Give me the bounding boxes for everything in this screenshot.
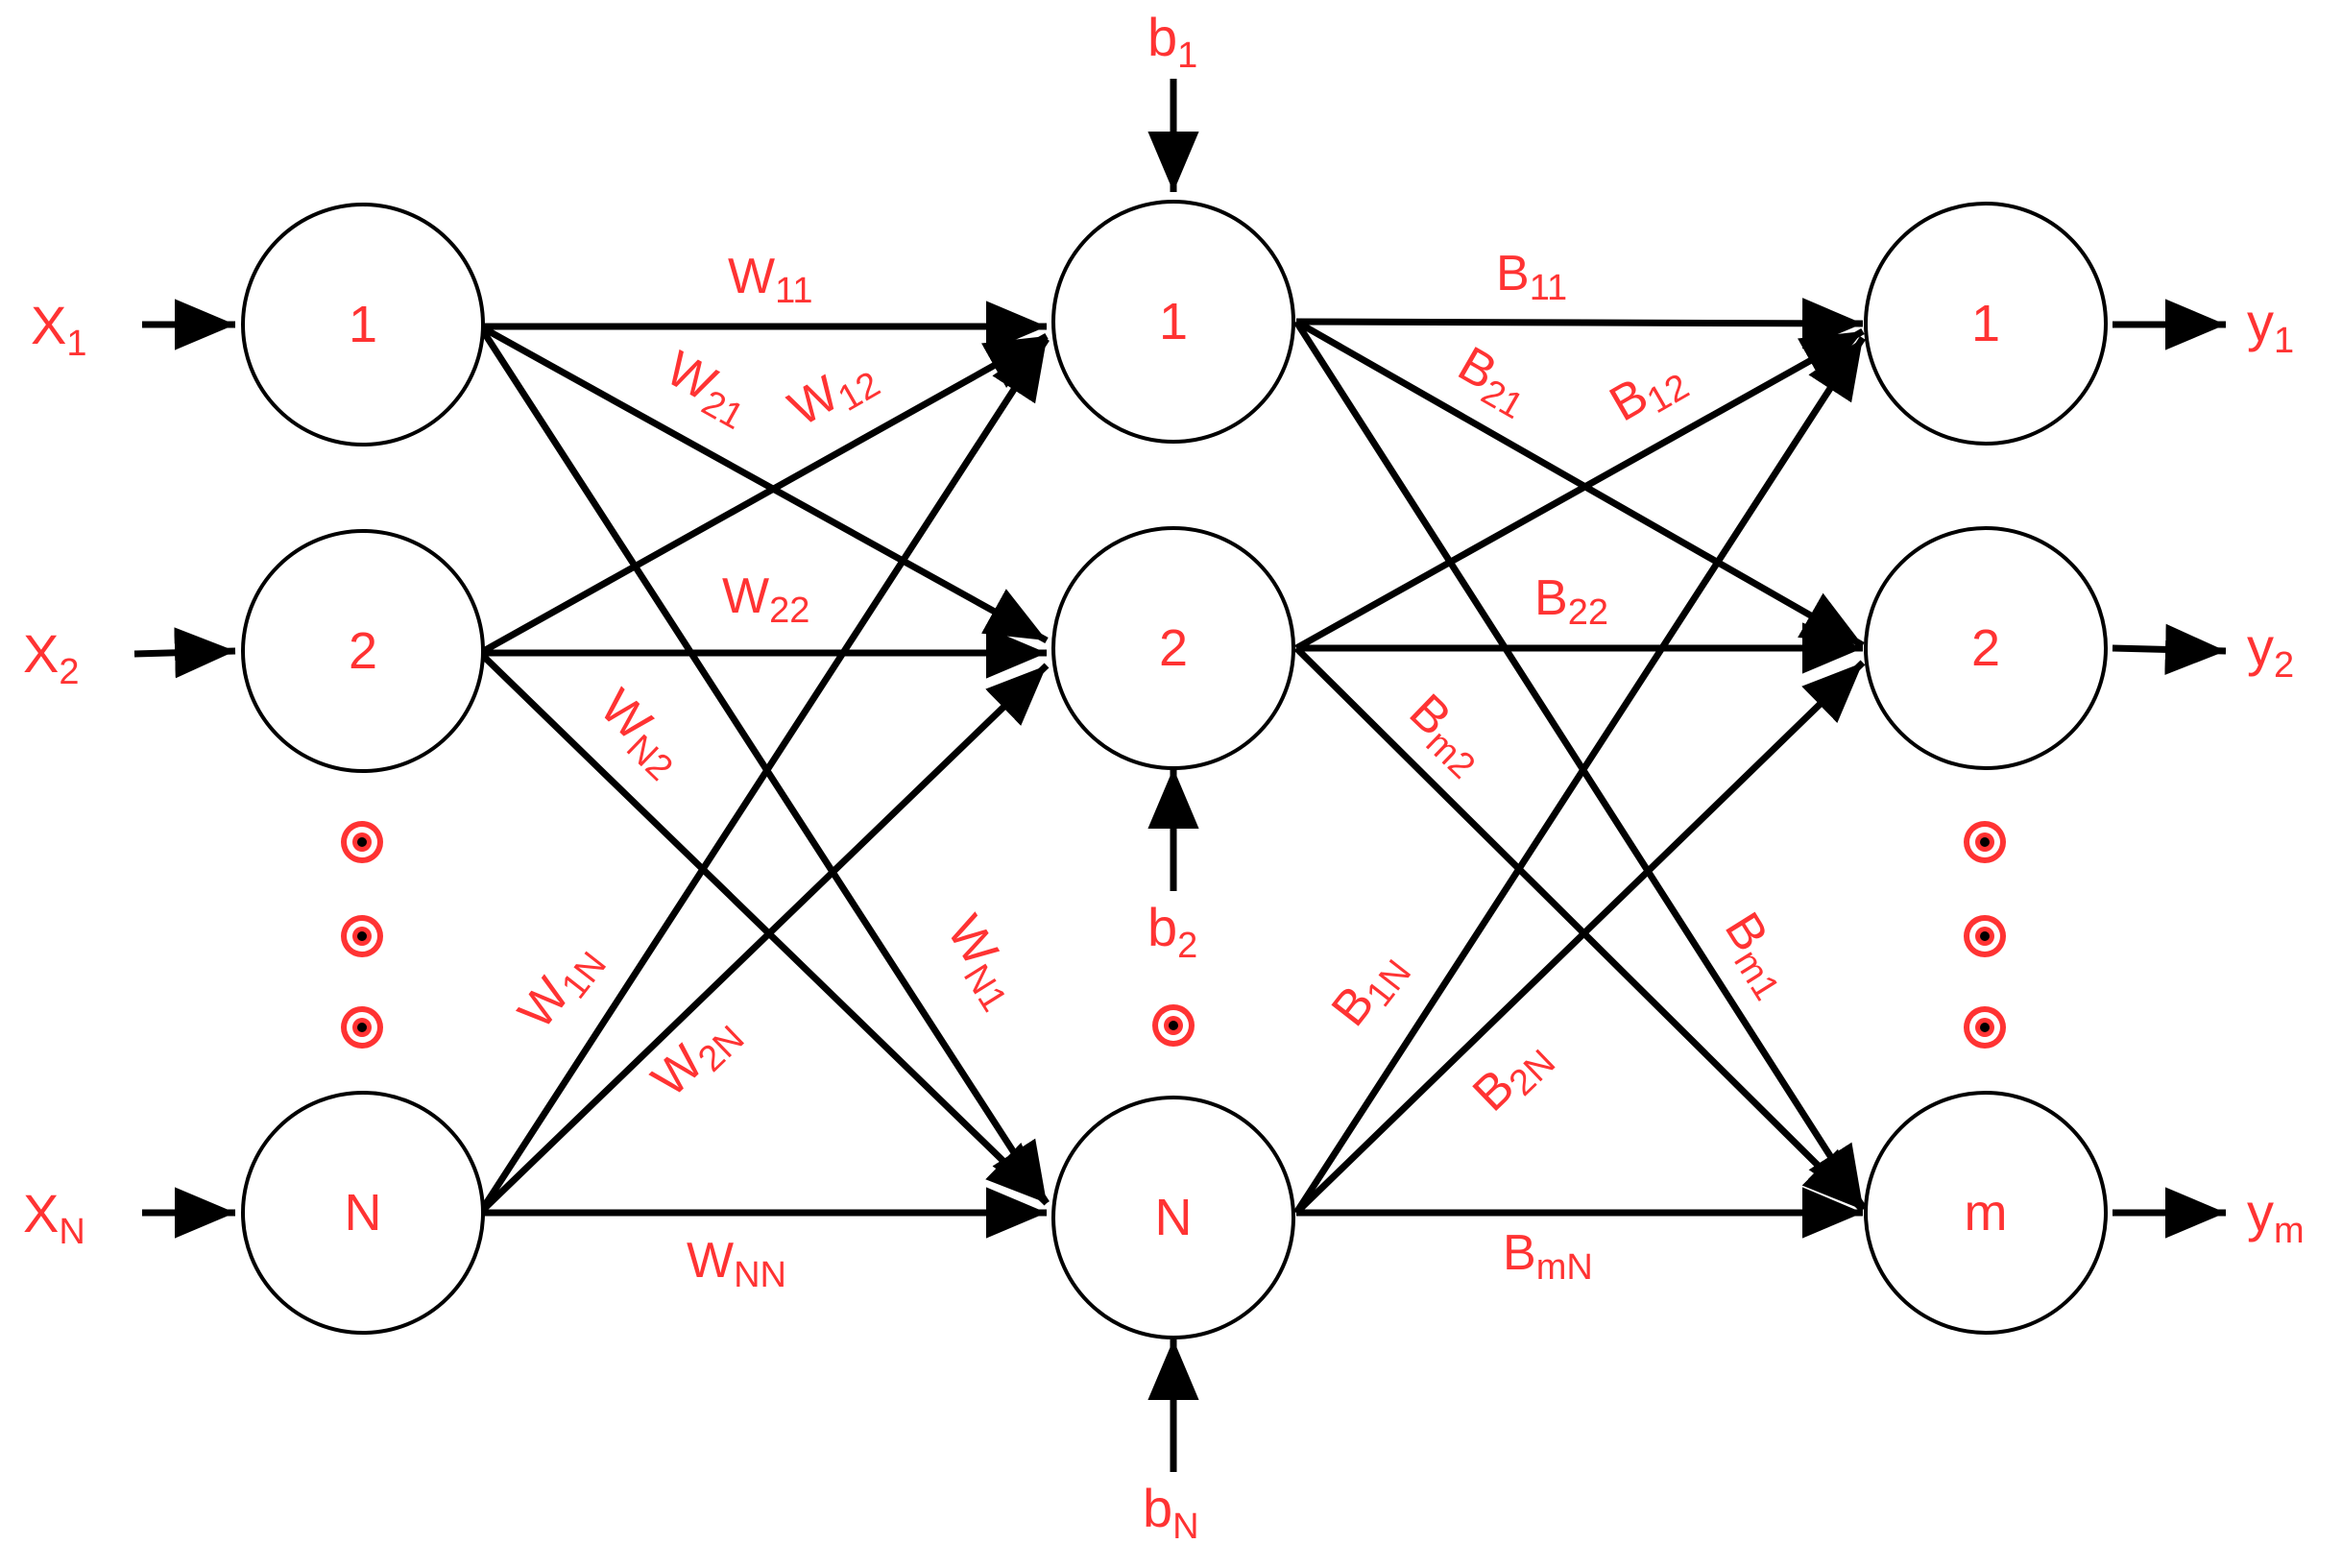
output-labels: y1 y2 ym	[2247, 292, 2305, 1251]
input-node-2-label: 2	[349, 622, 377, 680]
output-node-2	[1864, 526, 2108, 770]
output-label-m: ym	[2247, 1182, 2305, 1251]
weight-label-b11: B11	[1496, 246, 1567, 308]
target-dot-icon	[341, 1006, 383, 1049]
input-layer: 1 2 N	[241, 203, 485, 1335]
output-label-1: y1	[2247, 292, 2294, 361]
edge-inN-hid2	[477, 663, 1050, 1216]
output-node-m	[1864, 1091, 2108, 1335]
edge-in2-hid1	[478, 332, 1049, 657]
input-hidden-edges	[477, 301, 1050, 1239]
hidden-output-edges	[1293, 298, 1866, 1239]
weight-label-b1N: B1N	[1321, 939, 1419, 1041]
hidden-node-2-label: 2	[1159, 619, 1188, 677]
input-node-1	[241, 203, 485, 446]
output-layer: 1 2 m	[1864, 202, 2108, 1335]
target-dot-icon	[341, 915, 383, 957]
bias-labels: b1 b2 bN	[1143, 7, 1199, 1547]
input-node-1-label: 1	[349, 296, 377, 353]
output-node-m-label: m	[1965, 1184, 2008, 1242]
target-dot-icon	[1964, 821, 2006, 863]
weight-label-bm2: Bm2	[1394, 684, 1498, 787]
edge-in1-hid2	[478, 323, 1049, 644]
input-node-N-label: N	[345, 1184, 382, 1242]
edge-hid2-outm	[1293, 645, 1866, 1213]
hidden-node-1	[1051, 200, 1295, 444]
weight-label-w21: W21	[654, 341, 761, 438]
input-label-1: X1	[31, 295, 87, 364]
edge-in1-hidN	[477, 325, 1050, 1205]
weight-label-w22: W22	[722, 568, 809, 631]
output-node-1	[1864, 202, 2108, 446]
io-arrows	[133, 79, 2227, 1472]
hidden-node-N-label: N	[1155, 1189, 1193, 1246]
output-label-2: y2	[2247, 616, 2294, 686]
edge-hid1-out2	[1294, 318, 1865, 649]
edge-hidN-out2	[1293, 660, 1866, 1216]
bias-label-2: b2	[1147, 897, 1197, 966]
hidden-node-2	[1051, 526, 1295, 770]
edge-hid2-out1	[1294, 327, 1865, 652]
input-label-N: XN	[23, 1183, 85, 1252]
target-dot-icon	[1152, 1004, 1195, 1047]
hidden-node-N	[1051, 1096, 1295, 1339]
edge-hidN-out1	[1293, 336, 1866, 1215]
weight-label-w2N: W2N	[641, 1002, 752, 1113]
input-label-2: X2	[23, 623, 80, 692]
bias-label-N: bN	[1143, 1478, 1199, 1547]
input-node-2	[241, 529, 485, 773]
input-labels: X1 X2 XN	[23, 295, 87, 1252]
weight-label-b12: B12	[1601, 348, 1696, 439]
output-node-1-label: 1	[1971, 295, 2000, 352]
edge-inN-hid1	[477, 337, 1050, 1215]
weight-label-wNN: WNN	[687, 1233, 786, 1295]
weight-label-b22: B22	[1534, 570, 1608, 633]
output-arrow-2	[2112, 623, 2227, 675]
edge-hid1-out1	[1295, 298, 1864, 350]
input-node-N	[241, 1091, 485, 1335]
output-node-2-label: 2	[1971, 619, 2000, 677]
hidden-layer: 1 2 N	[1051, 200, 1295, 1339]
weight-label-b2N: B2N	[1462, 1026, 1563, 1127]
target-dot-icon	[1964, 1006, 2006, 1049]
hidden-node-1-label: 1	[1159, 293, 1188, 350]
bias-label-1: b1	[1147, 7, 1197, 76]
weight-label-bmN: BmN	[1503, 1225, 1593, 1288]
weight-label-w12: W12	[780, 345, 887, 443]
target-dot-icon	[1964, 915, 2006, 957]
edge-hid1-outm	[1293, 320, 1866, 1209]
edge-in2-hidN	[477, 650, 1050, 1206]
target-dot-icon	[341, 821, 383, 863]
ellipsis-dots	[341, 821, 2006, 1049]
weight-label-w11: W11	[728, 249, 813, 311]
weight-label-wN1: WN1	[930, 906, 1033, 1019]
input-arrow-2	[133, 627, 236, 679]
